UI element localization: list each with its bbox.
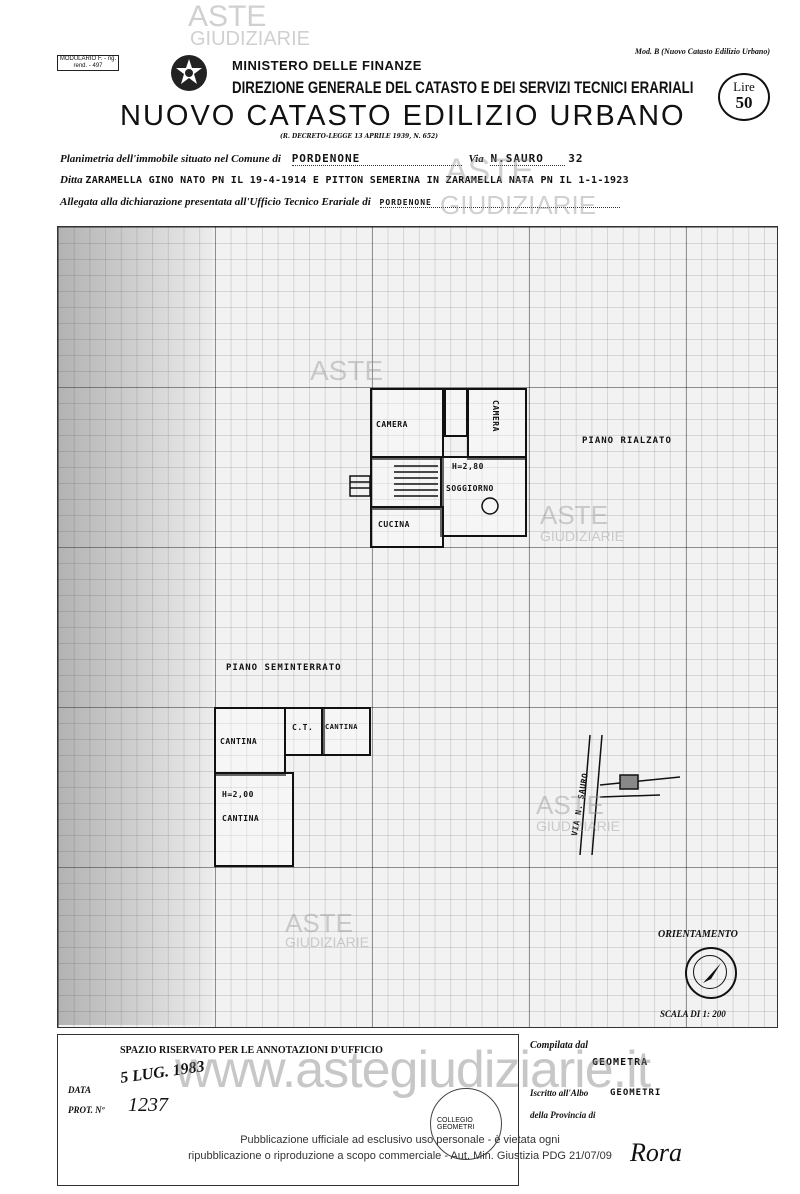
room-soggiorno: H=2,80 SOGGIORNO	[440, 456, 527, 537]
collegio-stamp: COLLEGIO GEOMETRI	[430, 1088, 502, 1160]
compass-inner-ring	[693, 955, 727, 989]
spazio-label: SPAZIO RISERVATO PER LE ANNOTAZIONI D'UF…	[120, 1045, 383, 1056]
page-title: NUOVO CATASTO EDILIZIO URBANO	[120, 100, 686, 132]
watermark-aste-right: ASTE	[540, 500, 608, 530]
north-arrow-icon	[703, 963, 721, 983]
publication-notice-line-1: Pubblicazione ufficiale ad esclusivo uso…	[240, 1134, 560, 1146]
republic-emblem-icon	[171, 55, 207, 91]
prot-label: PROT. Nº	[68, 1105, 105, 1115]
modulario-text: MODULARIO F. - rig. rend. - 497	[59, 56, 117, 69]
watermark-giudiziarie-right: GIUDIZIARIE	[540, 528, 625, 544]
compilata-label: Compilata dal	[530, 1040, 589, 1051]
location-sketch	[579, 735, 681, 855]
stairs-icon	[394, 465, 438, 497]
iscritto-label: Iscritto all'Albo	[530, 1088, 589, 1098]
height-upper: H=2,80	[452, 462, 484, 471]
floor-plan-rialzato: CAMERA CAMERA H=2,80 SOGGIORNO CUCINA	[370, 388, 527, 548]
mod-b-label: Mod. B (Nuovo Catasto Edilizio Urbano)	[634, 47, 770, 56]
room-cantina-3: H=2,00 CANTINA	[214, 772, 294, 867]
ministry-name: MINISTERO DELLE FINANZE	[232, 58, 422, 73]
scala-label: SCALA DI 1: 200	[660, 1009, 726, 1019]
annotations-box	[57, 1034, 519, 1186]
compilata-by: GEOMETRA	[592, 1057, 649, 1068]
planimetria-label: Planimetria dell'immobile situato nel Co…	[60, 153, 281, 165]
compass-icon	[685, 947, 737, 999]
lire-value: 50	[735, 93, 753, 112]
watermark-giudiziarie-sketch: GIUDIZIARIE	[536, 818, 621, 834]
allegata-label: Allegata alla dichiarazione presentata a…	[60, 196, 371, 208]
planimetria-line: Planimetria dell'immobile situato nel Co…	[60, 152, 770, 166]
fireplace-icon	[481, 497, 499, 515]
piano-seminterrato-label: PIANO SEMINTERRATO	[226, 663, 342, 673]
modulario-box: MODULARIO F. - rig. rend. - 497	[57, 55, 119, 71]
civico-value: 32	[568, 152, 584, 165]
watermark-aste-mid: ASTE	[445, 152, 534, 190]
room-cantina-1: CANTINA	[214, 707, 286, 776]
watermark-site-url: www.astegiudiziarie.it	[175, 1041, 651, 1099]
room-camera-1: CAMERA	[370, 388, 444, 460]
watermark-aste-plan: ASTE	[310, 355, 384, 386]
via-value: N.SAURO	[490, 152, 566, 166]
floor-plan-seminterrato: CANTINA C.T. CANTINA H=2,00 CANTINA	[214, 707, 371, 867]
directorate-name: DIREZIONE GENERALE DEL CATASTO E DEI SER…	[232, 78, 694, 97]
room-label-camera-2: CAMERA	[491, 400, 500, 432]
allegata-line: Allegata alla dichiarazione presentata a…	[60, 196, 770, 208]
ditta-line: Ditta ZARAMELLA GINO NATO PN IL 19-4-191…	[60, 174, 785, 186]
room-cucina: CUCINA	[370, 506, 444, 548]
height-lower: H=2,00	[222, 790, 254, 799]
lire-label: Lire	[733, 79, 755, 94]
watermark-aste-sketch: ASTE	[536, 790, 604, 820]
watermark-giudiziarie-top: GIUDIZIARIE	[190, 28, 311, 50]
via-label: Via	[468, 153, 484, 165]
room-label-cantina-3: CANTINA	[222, 814, 260, 823]
geometri-value: GEOMETRI	[610, 1088, 662, 1098]
lire-stamp: Lire 50	[718, 73, 770, 121]
room-camera-2: CAMERA	[467, 388, 527, 460]
room-label-ct: C.T.	[292, 723, 314, 732]
decree-reference: (R. DECRETO-LEGGE 13 APRILE 1939, N. 652…	[280, 133, 439, 140]
watermark-giudiziarie-lower: GIUDIZIARIE	[285, 934, 370, 950]
data-label: DATA	[68, 1085, 92, 1095]
entrance-steps-icon	[349, 475, 371, 497]
scan-shading	[58, 227, 213, 1025]
room-label-cucina: CUCINA	[378, 520, 410, 529]
room-bagno	[444, 388, 468, 437]
watermark-giudiziarie-mid: GIUDIZIARIE	[440, 190, 597, 220]
room-cantina-2: CANTINA	[321, 707, 371, 756]
room-label-cantina-2: CANTINA	[325, 723, 359, 731]
ditta-label: Ditta	[60, 174, 83, 186]
watermark-aste-top: ASTE	[188, 0, 267, 33]
publication-notice-line-2: ripubblicazione o riproduzione a scopo c…	[188, 1150, 612, 1162]
orientamento-label: ORIENTAMENTO	[658, 929, 738, 940]
comune-value: PORDENONE	[291, 152, 462, 166]
ditta-value: ZARAMELLA GINO NATO PN IL 19-4-1914 E PI…	[85, 175, 629, 186]
stamp-text: COLLEGIO GEOMETRI	[437, 1117, 475, 1131]
prot-value: 1237	[128, 1094, 168, 1116]
room-label-camera-1: CAMERA	[376, 420, 408, 429]
signature: Rora	[630, 1138, 682, 1167]
drawing-grid	[57, 226, 778, 1028]
room-label-soggiorno: SOGGIORNO	[446, 484, 494, 493]
room-label-cantina-1: CANTINA	[220, 737, 258, 746]
della-provincia-label: della Provincia di	[530, 1110, 596, 1120]
publication-notice: Pubblicazione ufficiale ad esclusivo uso…	[150, 1132, 650, 1164]
piano-rialzato-label: PIANO RIALZATO	[582, 436, 672, 446]
room-stairs	[370, 456, 444, 510]
ufficio-value: PORDENONE	[379, 198, 620, 208]
watermark-aste-lower: ASTE	[285, 908, 353, 938]
room-ct: C.T.	[284, 707, 325, 756]
